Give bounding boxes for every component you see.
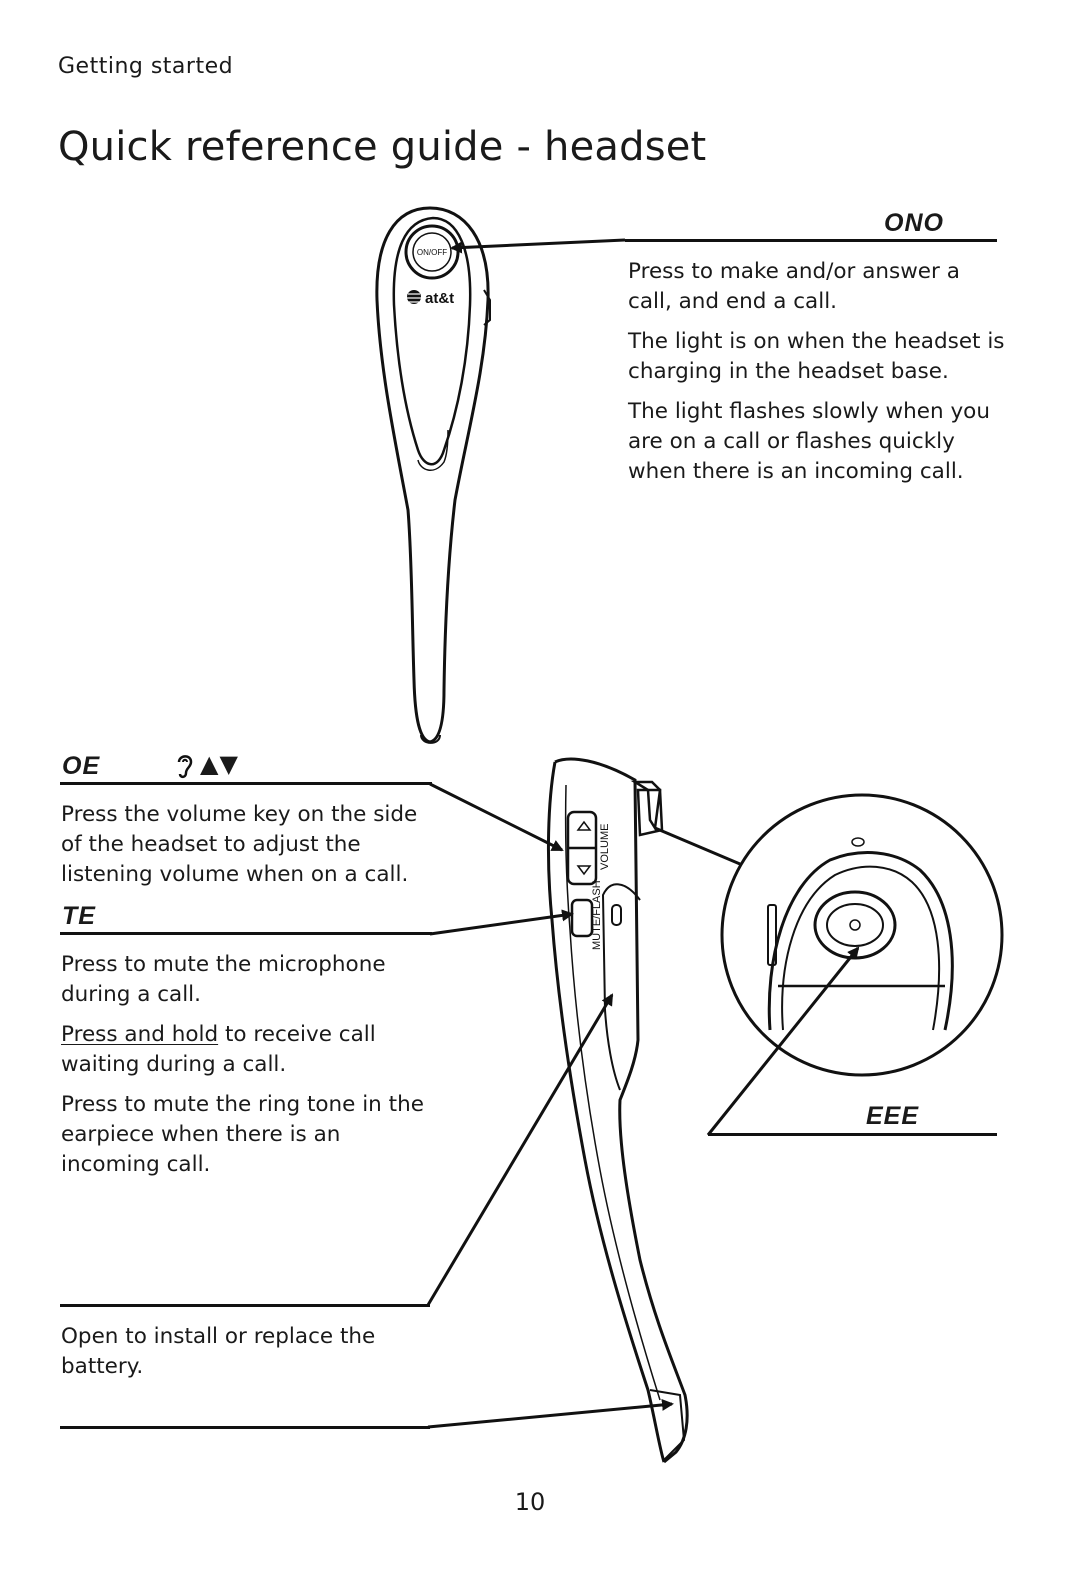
leader-lines [426,238,860,1429]
onoff-label: ONO [884,209,944,237]
battery-rule-top [60,1304,430,1307]
on-off-button-text: ON/OFF [417,248,447,257]
mute-print-text: MUTE/FLASH [591,880,603,950]
volume-label: OE [62,752,101,780]
volume-paragraph: Press the volume key on the side of the … [61,802,418,887]
mute-paragraph-hold: Press and hold to receive call waiting d… [61,1020,431,1080]
battery-description: Open to install or replace the battery. [61,1322,431,1392]
volume-rule [60,782,432,785]
mute-paragraph-hold-rest: to receive call waiting during a call. [61,1022,376,1077]
on-off-button: ON/OFF [404,224,460,280]
earpiece-detail [720,793,1004,1077]
battery-paragraph: Open to install or replace the battery. [61,1324,376,1379]
section-title: Getting started [58,54,234,79]
battery-rule-bottom [60,1426,430,1429]
earpiece-label: EEE [866,1102,920,1130]
volume-arrows-symbols: ▲▼ [200,750,239,778]
volume-key [566,810,598,886]
ear-icon [174,751,196,781]
onoff-rule [625,239,997,242]
mute-label: TE [62,902,96,930]
mute-description: Press to mute the microphone during a ca… [61,950,431,1190]
mute-paragraph: Press to mute the ring tone in the earpi… [61,1092,424,1177]
mute-rule [60,932,432,935]
volume-description: Press the volume key on the side of the … [61,800,431,900]
headset-front-view [375,206,491,744]
mute-paragraph: Press to mute the microphone during a ca… [61,952,386,1007]
brand-text: at&t [425,290,454,307]
att-logo: at&t [407,290,454,307]
volume-print-text: VOLUME [599,824,611,870]
onoff-paragraph: Press to make and/or answer a call, and … [628,259,960,314]
onoff-paragraph: The light is on when the headset is char… [628,329,1005,384]
page-title: Quick reference guide - headset [58,124,707,170]
press-and-hold-text: Press and hold [61,1022,219,1047]
onoff-description: Press to make and/or answer a call, and … [628,257,1008,497]
headset-side-view [546,757,689,1464]
page-number: 10 [514,1488,546,1516]
onoff-paragraph: The light flashes slowly when you are on… [628,399,990,484]
earpiece-rule [708,1133,997,1136]
